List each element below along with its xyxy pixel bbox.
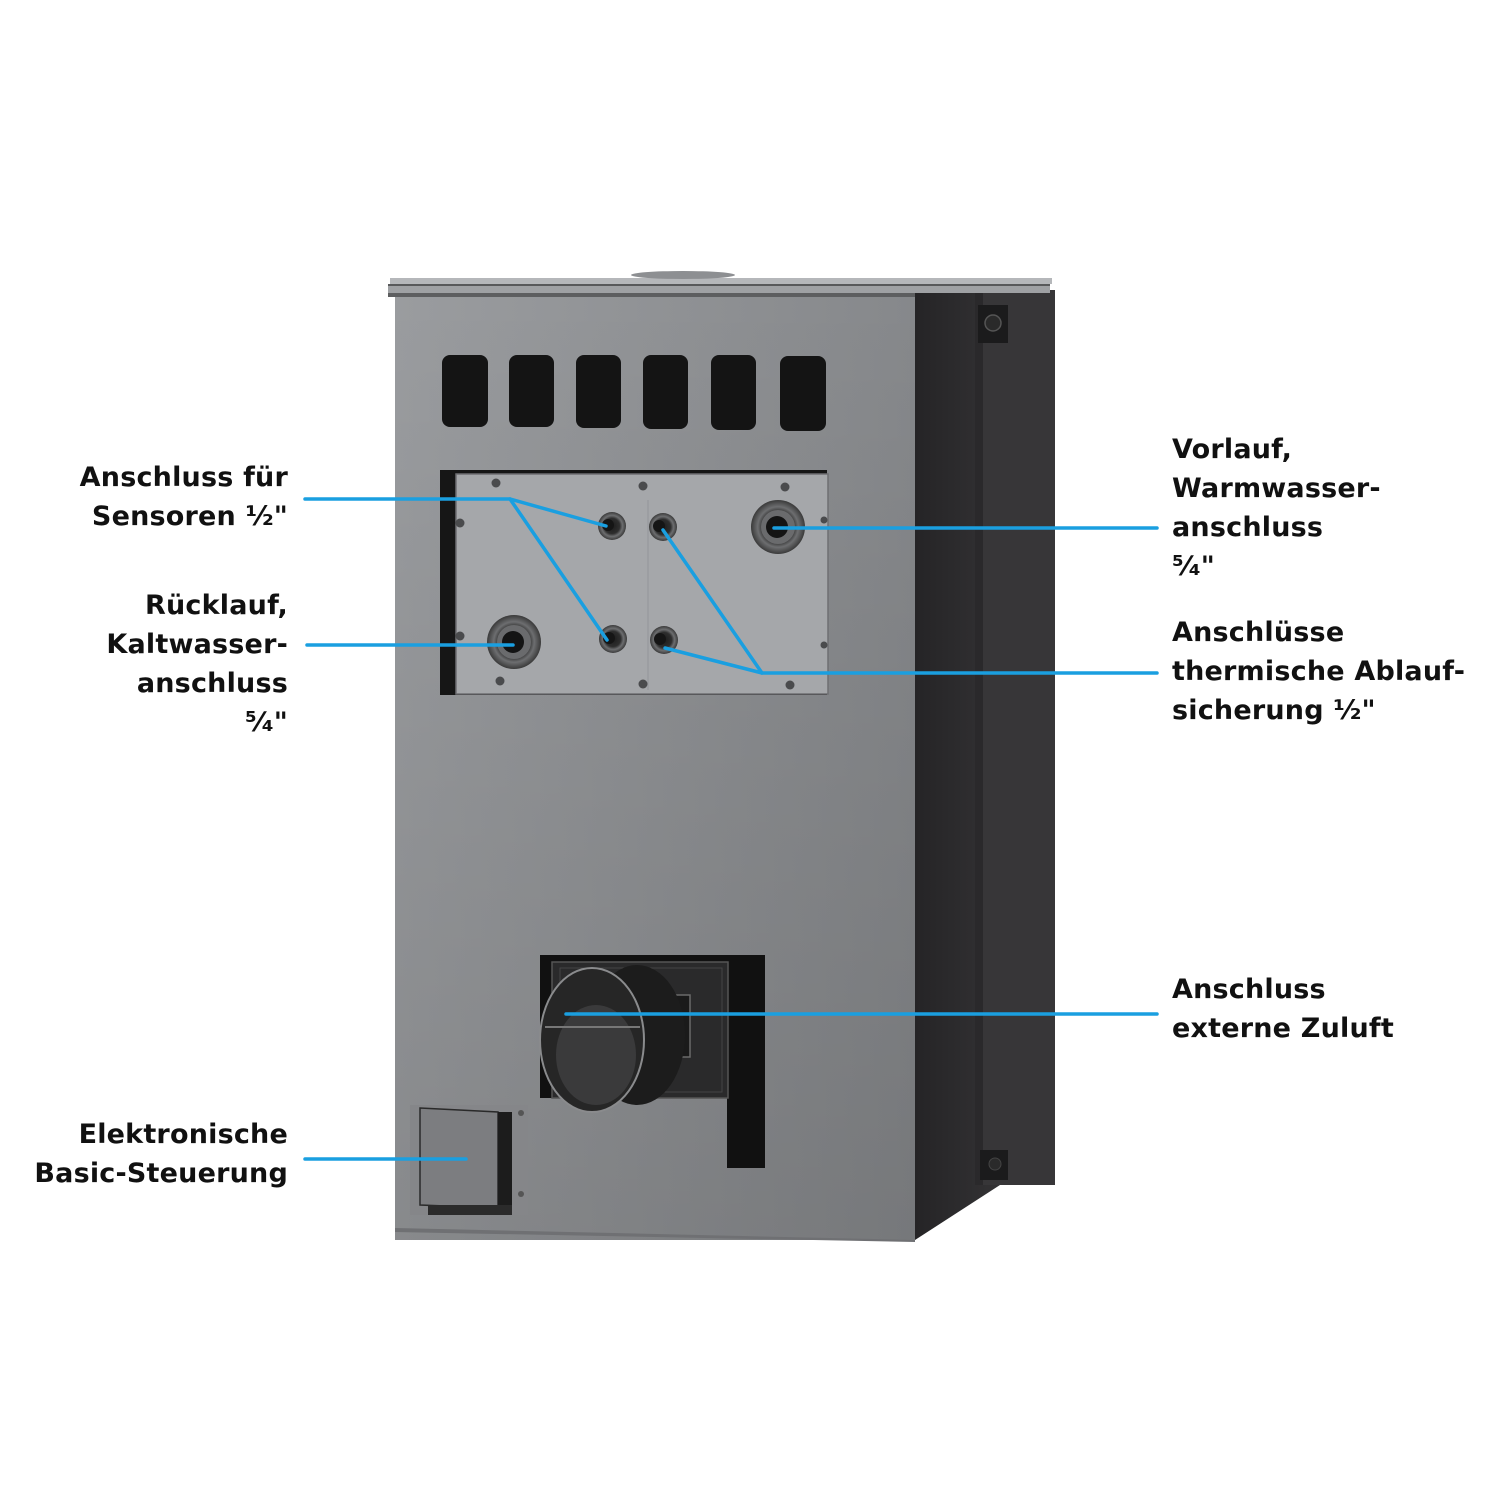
label-return: Rücklauf, Kaltwasser- anschluss ⁵⁄₄" [106, 586, 288, 742]
port-thermal-bottom [650, 626, 678, 654]
leader-thermal-2 [663, 646, 764, 675]
label-air: Anschluss externe Zuluft [1172, 970, 1394, 1048]
port-return [487, 615, 541, 669]
label-flow-line-4: ⁵⁄₄" [1172, 551, 1216, 582]
label-flow-line-1: Vorlauf, [1172, 434, 1293, 465]
label-air-line-1: Anschluss [1172, 974, 1326, 1005]
port-sensor-bottom [599, 625, 627, 653]
front-panel [395, 295, 915, 1242]
top-plate [388, 271, 1052, 297]
label-sensors-line-2: Sensoren ½" [91, 501, 288, 532]
label-thermal: Anschlüsse thermische Ablauf- sicherung … [1172, 613, 1465, 730]
leader-sensors-2 [508, 497, 609, 642]
label-flow: Vorlauf, Warmwasser- anschluss ⁵⁄₄" [1172, 430, 1381, 586]
label-air-line-2: externe Zuluft [1172, 1013, 1394, 1044]
label-thermal-line-1: Anschlüsse [1172, 617, 1345, 648]
label-flow-line-2: Warmwasser- [1172, 473, 1381, 504]
label-control-line-2: Basic-Steuerung [34, 1158, 288, 1189]
leader-lines [303, 497, 1159, 1161]
air-intake [539, 955, 765, 1168]
vent-slots [442, 355, 826, 431]
label-control-line-1: Elektronische [78, 1119, 288, 1150]
label-flow-line-3: anschluss [1172, 512, 1324, 543]
label-return-line-1: Rücklauf, [145, 590, 288, 621]
port-thermal-top [649, 513, 677, 541]
label-thermal-line-2: thermische Ablauf- [1172, 656, 1466, 687]
label-sensors: Anschluss für Sensoren ½" [80, 458, 288, 536]
label-return-line-4: ⁵⁄₄" [244, 707, 288, 738]
label-return-line-2: Kaltwasser- [106, 629, 288, 660]
label-sensors-line-1: Anschluss für [79, 462, 288, 493]
label-return-line-3: anschluss [136, 668, 288, 699]
label-control: Elektronische Basic-Steuerung [34, 1115, 288, 1193]
side-panel [915, 290, 1055, 1240]
label-thermal-line-3: sicherung ½" [1172, 695, 1376, 726]
port-sensor-top [598, 512, 626, 540]
